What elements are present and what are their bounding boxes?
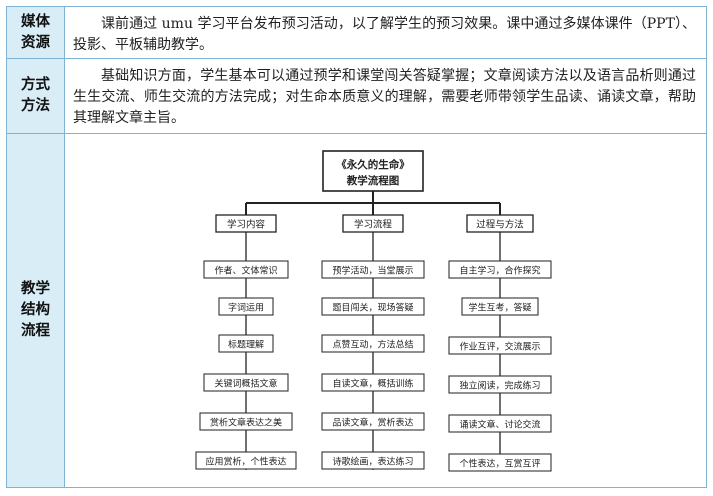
- flow-step-box: [321, 260, 425, 279]
- label-media-resources: 媒体 资源: [7, 7, 65, 58]
- flowchart-connectors: [245, 191, 501, 215]
- flow-step-box: [448, 453, 552, 472]
- flow-step-box: [448, 375, 552, 394]
- flow-step-box: [448, 260, 552, 279]
- media-resources-text: 课前通过 umu 学习平台发布预习活动，以了解学生的预习效果。课中通过多媒体课件…: [73, 16, 696, 53]
- flow-step: 独立阅读，完成练习: [459, 380, 540, 392]
- flow-step: 作者、文体常识: [214, 265, 277, 277]
- column-header-box: [215, 214, 277, 233]
- flowchart-column-methods: 自主学习，合作探究 学生互考，答疑 作业互评，交流展示 独立阅读，完成练习 诵读…: [448, 260, 552, 472]
- flow-step-box: [218, 334, 274, 353]
- label-line: 结构: [21, 302, 50, 318]
- flow-step-box: [321, 334, 425, 353]
- flow-step: 自主学习，合作探究: [459, 265, 540, 277]
- methods-text: 基础知识方面，学生基本可以通过预学和课堂闯关答疑掌握；文章阅读方法以及语言品析则…: [73, 68, 696, 126]
- column-header-box: [342, 214, 404, 233]
- flow-step-box: [448, 414, 552, 433]
- teaching-flow-content: 《永久的生命》 教学流程图: [64, 134, 706, 487]
- flow-step-box: [321, 373, 425, 392]
- row-divider: [7, 133, 706, 134]
- label-teaching-flow: 教学 结构 流程: [7, 134, 65, 487]
- lesson-plan-table: 媒体 资源 课前通过 umu 学习平台发布预习活动，以了解学生的预习效果。课中通…: [6, 6, 707, 488]
- flow-step-box: [195, 451, 297, 470]
- flow-step: 字词运用: [228, 302, 264, 314]
- flow-step-box: [321, 451, 425, 470]
- flowchart-column-content: 作者、文体常识 字词运用 标题理解 关键词概括文意 赏析文章表达之美 应用赏析，…: [195, 260, 297, 470]
- flow-step-box: [321, 412, 425, 431]
- flowchart-title-box: [322, 150, 424, 192]
- flow-step: 诵读文章、讨论交流: [459, 419, 540, 431]
- flow-step: 点赞互动，方法总结: [332, 339, 413, 351]
- flow-step: 学生互考，答疑: [468, 302, 531, 314]
- flow-step: 品读文章，赏析表达: [332, 417, 413, 429]
- flowchart-subtitle: 教学流程图: [346, 174, 400, 187]
- column-header-box: [466, 214, 534, 233]
- column-header: 过程与方法: [476, 219, 524, 231]
- methods-content: 基础知识方面，学生基本可以通过预学和课堂闯关答疑掌握；文章阅读方法以及语言品析则…: [64, 59, 706, 133]
- flow-step: 预学活动，当堂展示: [332, 265, 413, 277]
- flow-step: 诗歌绘画，表达练习: [332, 456, 413, 468]
- label-line: 资源: [21, 34, 50, 51]
- flowchart-headers: 学习内容 学习流程 过程与方法: [215, 214, 534, 233]
- flow-step: 作业互评，交流展示: [459, 341, 540, 353]
- flow-step: 自读文章，概括训练: [332, 378, 413, 390]
- flow-step: 应用赏析，个性表达: [205, 456, 286, 468]
- label-line: 方式: [21, 77, 50, 93]
- media-resources-content: 课前通过 umu 学习平台发布预习活动，以了解学生的预习效果。课中通过多媒体课件…: [64, 7, 706, 58]
- column-header: 学习内容: [227, 219, 266, 231]
- row-methods: 方式 方法 基础知识方面，学生基本可以通过预学和课堂闯关答疑掌握；文章阅读方法以…: [7, 59, 706, 133]
- flowchart-title: 《永久的生命》: [336, 158, 410, 171]
- row-divider: [7, 58, 706, 59]
- column-header: 学习流程: [354, 219, 393, 231]
- label-line: 教学: [21, 281, 50, 297]
- label-line: 流程: [21, 323, 50, 339]
- flowchart-svg: 《永久的生命》 教学流程图: [195, 150, 552, 472]
- row-media-resources: 媒体 资源 课前通过 umu 学习平台发布预习活动，以了解学生的预习效果。课中通…: [7, 7, 706, 58]
- flow-step: 标题理解: [228, 339, 264, 351]
- label-methods: 方式 方法: [7, 59, 65, 133]
- flow-step-box: [218, 297, 274, 316]
- flow-step: 题目闯关，现场答疑: [332, 302, 413, 314]
- flow-step: 个性表达，互赏互评: [459, 458, 540, 470]
- flowchart: 《永久的生命》 教学流程图: [188, 143, 558, 483]
- flowchart-column-process: 预学活动，当堂展示 题目闯关，现场答疑 点赞互动，方法总结 自读文章，概括训练 …: [321, 260, 425, 470]
- flow-step-box: [461, 297, 539, 316]
- flow-step-box: [199, 412, 293, 431]
- flow-step: 关键词概括文意: [214, 378, 277, 390]
- flow-step: 赏析文章表达之美: [210, 417, 282, 429]
- flow-step-box: [321, 297, 425, 316]
- label-line: 方法: [21, 98, 50, 114]
- row-teaching-flow: 教学 结构 流程 《永久的生命》 教学流程图: [7, 134, 706, 487]
- label-line: 媒体: [21, 13, 50, 30]
- flow-step-box: [203, 260, 289, 279]
- flow-step-box: [203, 373, 289, 392]
- flow-step-box: [448, 336, 552, 355]
